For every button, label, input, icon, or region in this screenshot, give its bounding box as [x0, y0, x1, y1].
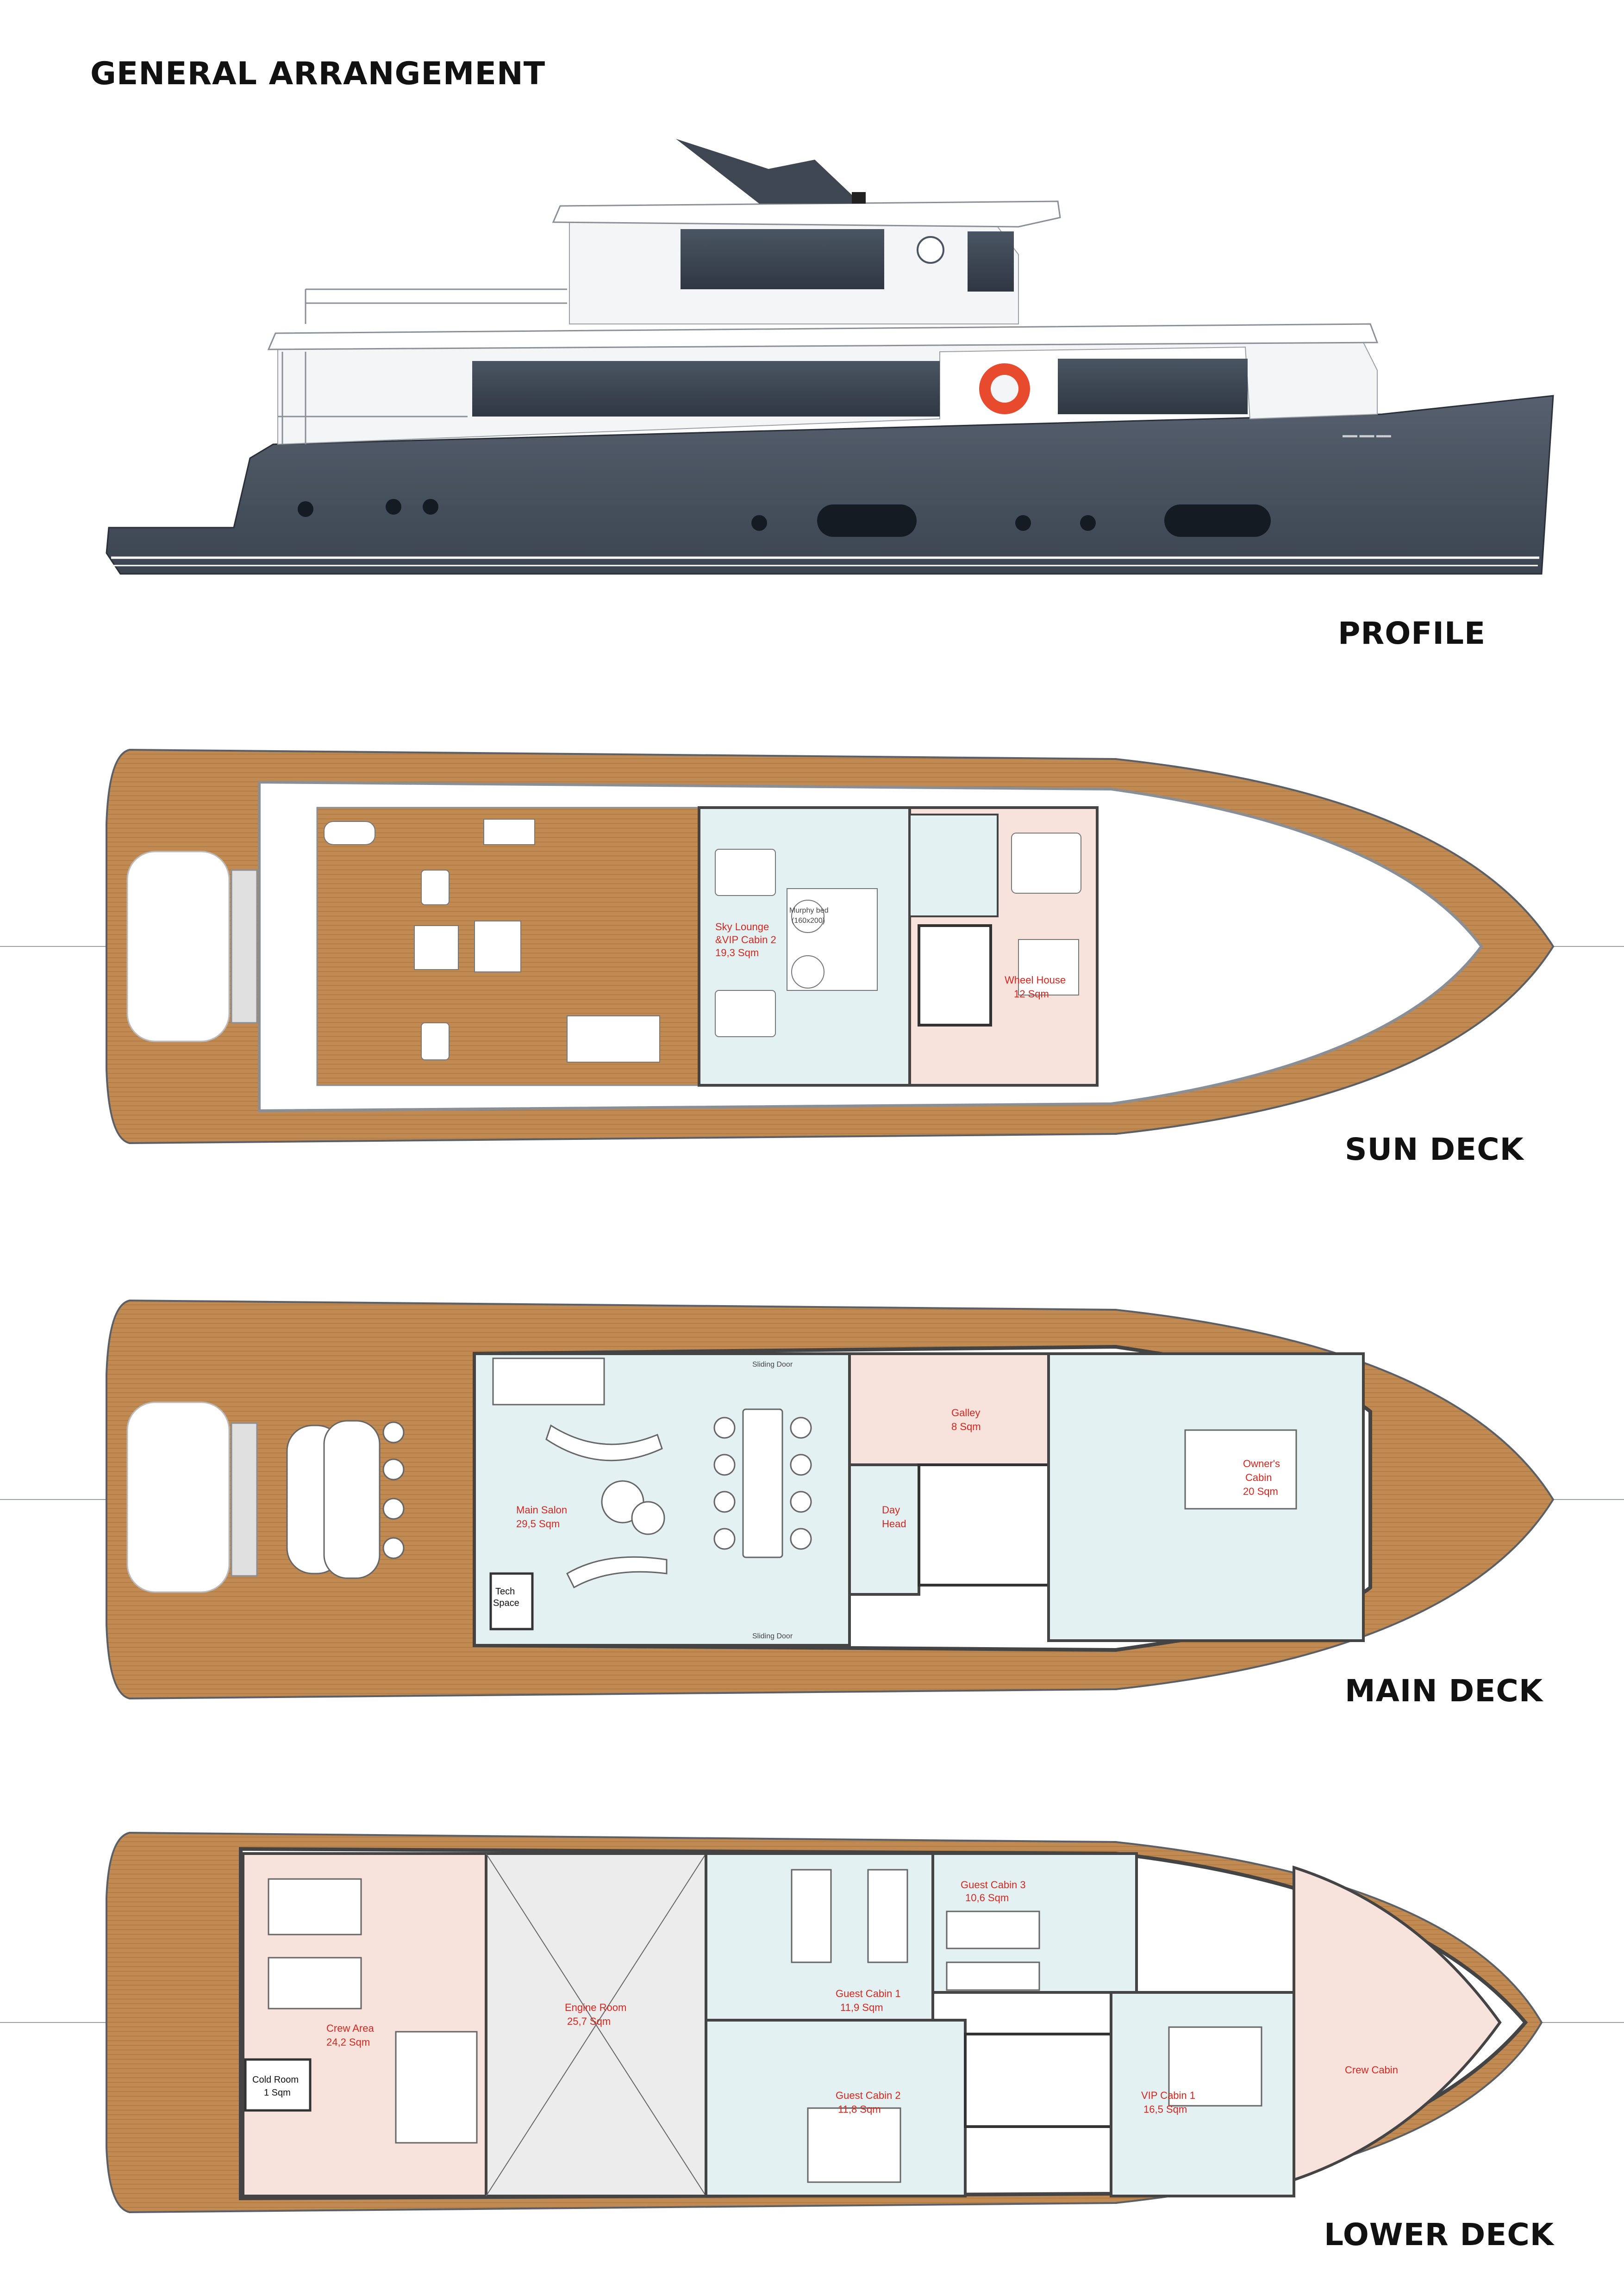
- lower-deck-title: LOWER DECK: [1324, 2217, 1554, 2252]
- wheel-house-area: 12 Sqm: [1014, 988, 1049, 1000]
- guest-cabin-1-area: 11,9 Sqm: [840, 2002, 883, 2013]
- tech-space-label: Tech: [495, 1587, 515, 1597]
- porthole: [298, 501, 313, 517]
- tender-garage: [126, 851, 230, 1042]
- tech-space-label: Space: [493, 1598, 519, 1608]
- day-head-label: Day: [882, 1504, 900, 1516]
- guest-cabin-3-area: 10,6 Sqm: [965, 1892, 1009, 1904]
- owners-cabin-label: Owner's: [1243, 1458, 1280, 1469]
- murphy-bed-label: Murphy bed: [789, 907, 829, 915]
- hull-window: [1164, 504, 1271, 537]
- sliding-door-label: Sliding Door: [752, 1632, 793, 1640]
- aft-stairs: [231, 869, 258, 1024]
- main-deck-windows: [472, 361, 940, 417]
- portholes: [298, 499, 1271, 537]
- document-title: GENERAL ARRANGEMENT: [90, 56, 546, 92]
- wheel-house-label: Wheel House: [1005, 974, 1066, 986]
- radar-mast: [676, 139, 861, 204]
- exhaust-stack: [852, 192, 866, 204]
- main-salon-area: 29,5 Sqm: [516, 1518, 560, 1530]
- sun-deck-stairwell: [918, 924, 992, 1027]
- main-roof: [267, 323, 1379, 350]
- salon-furniture: [492, 1357, 783, 1589]
- day-head-label: Head: [882, 1518, 906, 1530]
- aft-stairs: [231, 1422, 258, 1577]
- cold-room-label: Cold Room: [252, 2075, 299, 2085]
- vip-cabin-1-area: 16,5 Sqm: [1143, 2103, 1187, 2115]
- wheelhouse-windows: [968, 231, 1014, 292]
- owners-cabin-label: Cabin: [1245, 1472, 1272, 1483]
- sun-deck-furniture: [324, 819, 1081, 1063]
- porthole: [1015, 515, 1031, 531]
- vip-cabin-1-label: VIP Cabin 1: [1141, 2090, 1195, 2101]
- guest-cabin-3-label: Guest Cabin 3: [961, 1879, 1026, 1891]
- sun-deck-head: [909, 814, 999, 917]
- porthole: [751, 515, 767, 531]
- sky-lounge-windows: [681, 229, 884, 289]
- main-deck-plan: Main Salon 29,5 Sqm Galley 8 Sqm Day Hea…: [0, 1299, 1624, 1700]
- sky-roof: [552, 200, 1061, 228]
- aft-dining-table: [323, 1420, 381, 1579]
- tender-garage: [126, 1401, 230, 1593]
- lower-deck-stairwell: [964, 2033, 1112, 2128]
- sun-deck-plan: Sky Lounge &VIP Cabin 2 19,3 Sqm Murphy …: [0, 748, 1624, 1145]
- galley-label: Galley: [951, 1407, 980, 1419]
- hull-name-plate: ▬▬ ▬▬ ▬▬: [1343, 431, 1391, 439]
- crew-area-area: 24,2 Sqm: [326, 2036, 370, 2048]
- lower-deck-plan: Engine Room 25,7 Sqm Crew Area 24,2 Sqm …: [0, 1831, 1624, 2214]
- sky-lounge-area: 19,3 Sqm: [715, 947, 759, 958]
- day-head-room: [848, 1463, 920, 1596]
- galley-area: 8 Sqm: [951, 1421, 981, 1432]
- porthole: [423, 499, 438, 515]
- aft-dining-chairs: [382, 1421, 405, 1559]
- owners-cabin-area: 20 Sqm: [1243, 1486, 1278, 1497]
- tech-space-room: [489, 1572, 534, 1630]
- main-deck-windows: [1058, 359, 1248, 414]
- crew-cabin-label: Crew Cabin: [1345, 2064, 1398, 2076]
- cold-room-area: 1 Sqm: [264, 2088, 291, 2098]
- sliding-door-label: Sliding Door: [752, 1361, 793, 1369]
- guest-cabin-2-label: Guest Cabin 2: [836, 2090, 901, 2101]
- life-ring-inner: [991, 375, 1018, 403]
- aft-railing: [278, 352, 468, 444]
- profile-view-title: PROFILE: [1338, 616, 1486, 651]
- crew-area-label: Crew Area: [326, 2022, 374, 2034]
- guest-cabin-2-area: 11,8 Sqm: [838, 2103, 881, 2115]
- galley-room: [848, 1352, 1050, 1466]
- sky-lounge-label: &VIP Cabin 2: [715, 934, 776, 946]
- profile-view: ▬▬ ▬▬ ▬▬: [106, 139, 1554, 575]
- sky-lounge-label: Sky Lounge: [715, 921, 769, 933]
- guest-cabin-1-label: Guest Cabin 1: [836, 1988, 901, 1999]
- engine-room-label: Engine Room: [565, 2002, 626, 2013]
- cold-room: [244, 2058, 312, 2112]
- porthole: [386, 499, 401, 515]
- main-deck-title: MAIN DECK: [1345, 1673, 1543, 1709]
- sun-deck-title: SUN DECK: [1345, 1132, 1524, 1167]
- salon-dining-chairs: [713, 1417, 812, 1550]
- crew-cabin-room: [1293, 1865, 1502, 2182]
- main-salon-label: Main Salon: [516, 1504, 567, 1516]
- sun-deck-railing: [305, 288, 567, 324]
- brand-logo: [917, 236, 944, 264]
- lower-deck-beds: [268, 1869, 1262, 2183]
- engine-room-diagonal: [486, 1853, 706, 2196]
- engine-room-area: 25,7 Sqm: [567, 2016, 611, 2027]
- murphy-bed-size: (160x200): [792, 917, 825, 925]
- hull-window: [817, 504, 917, 537]
- owners-bed: [1184, 1429, 1297, 1510]
- porthole: [1080, 515, 1096, 531]
